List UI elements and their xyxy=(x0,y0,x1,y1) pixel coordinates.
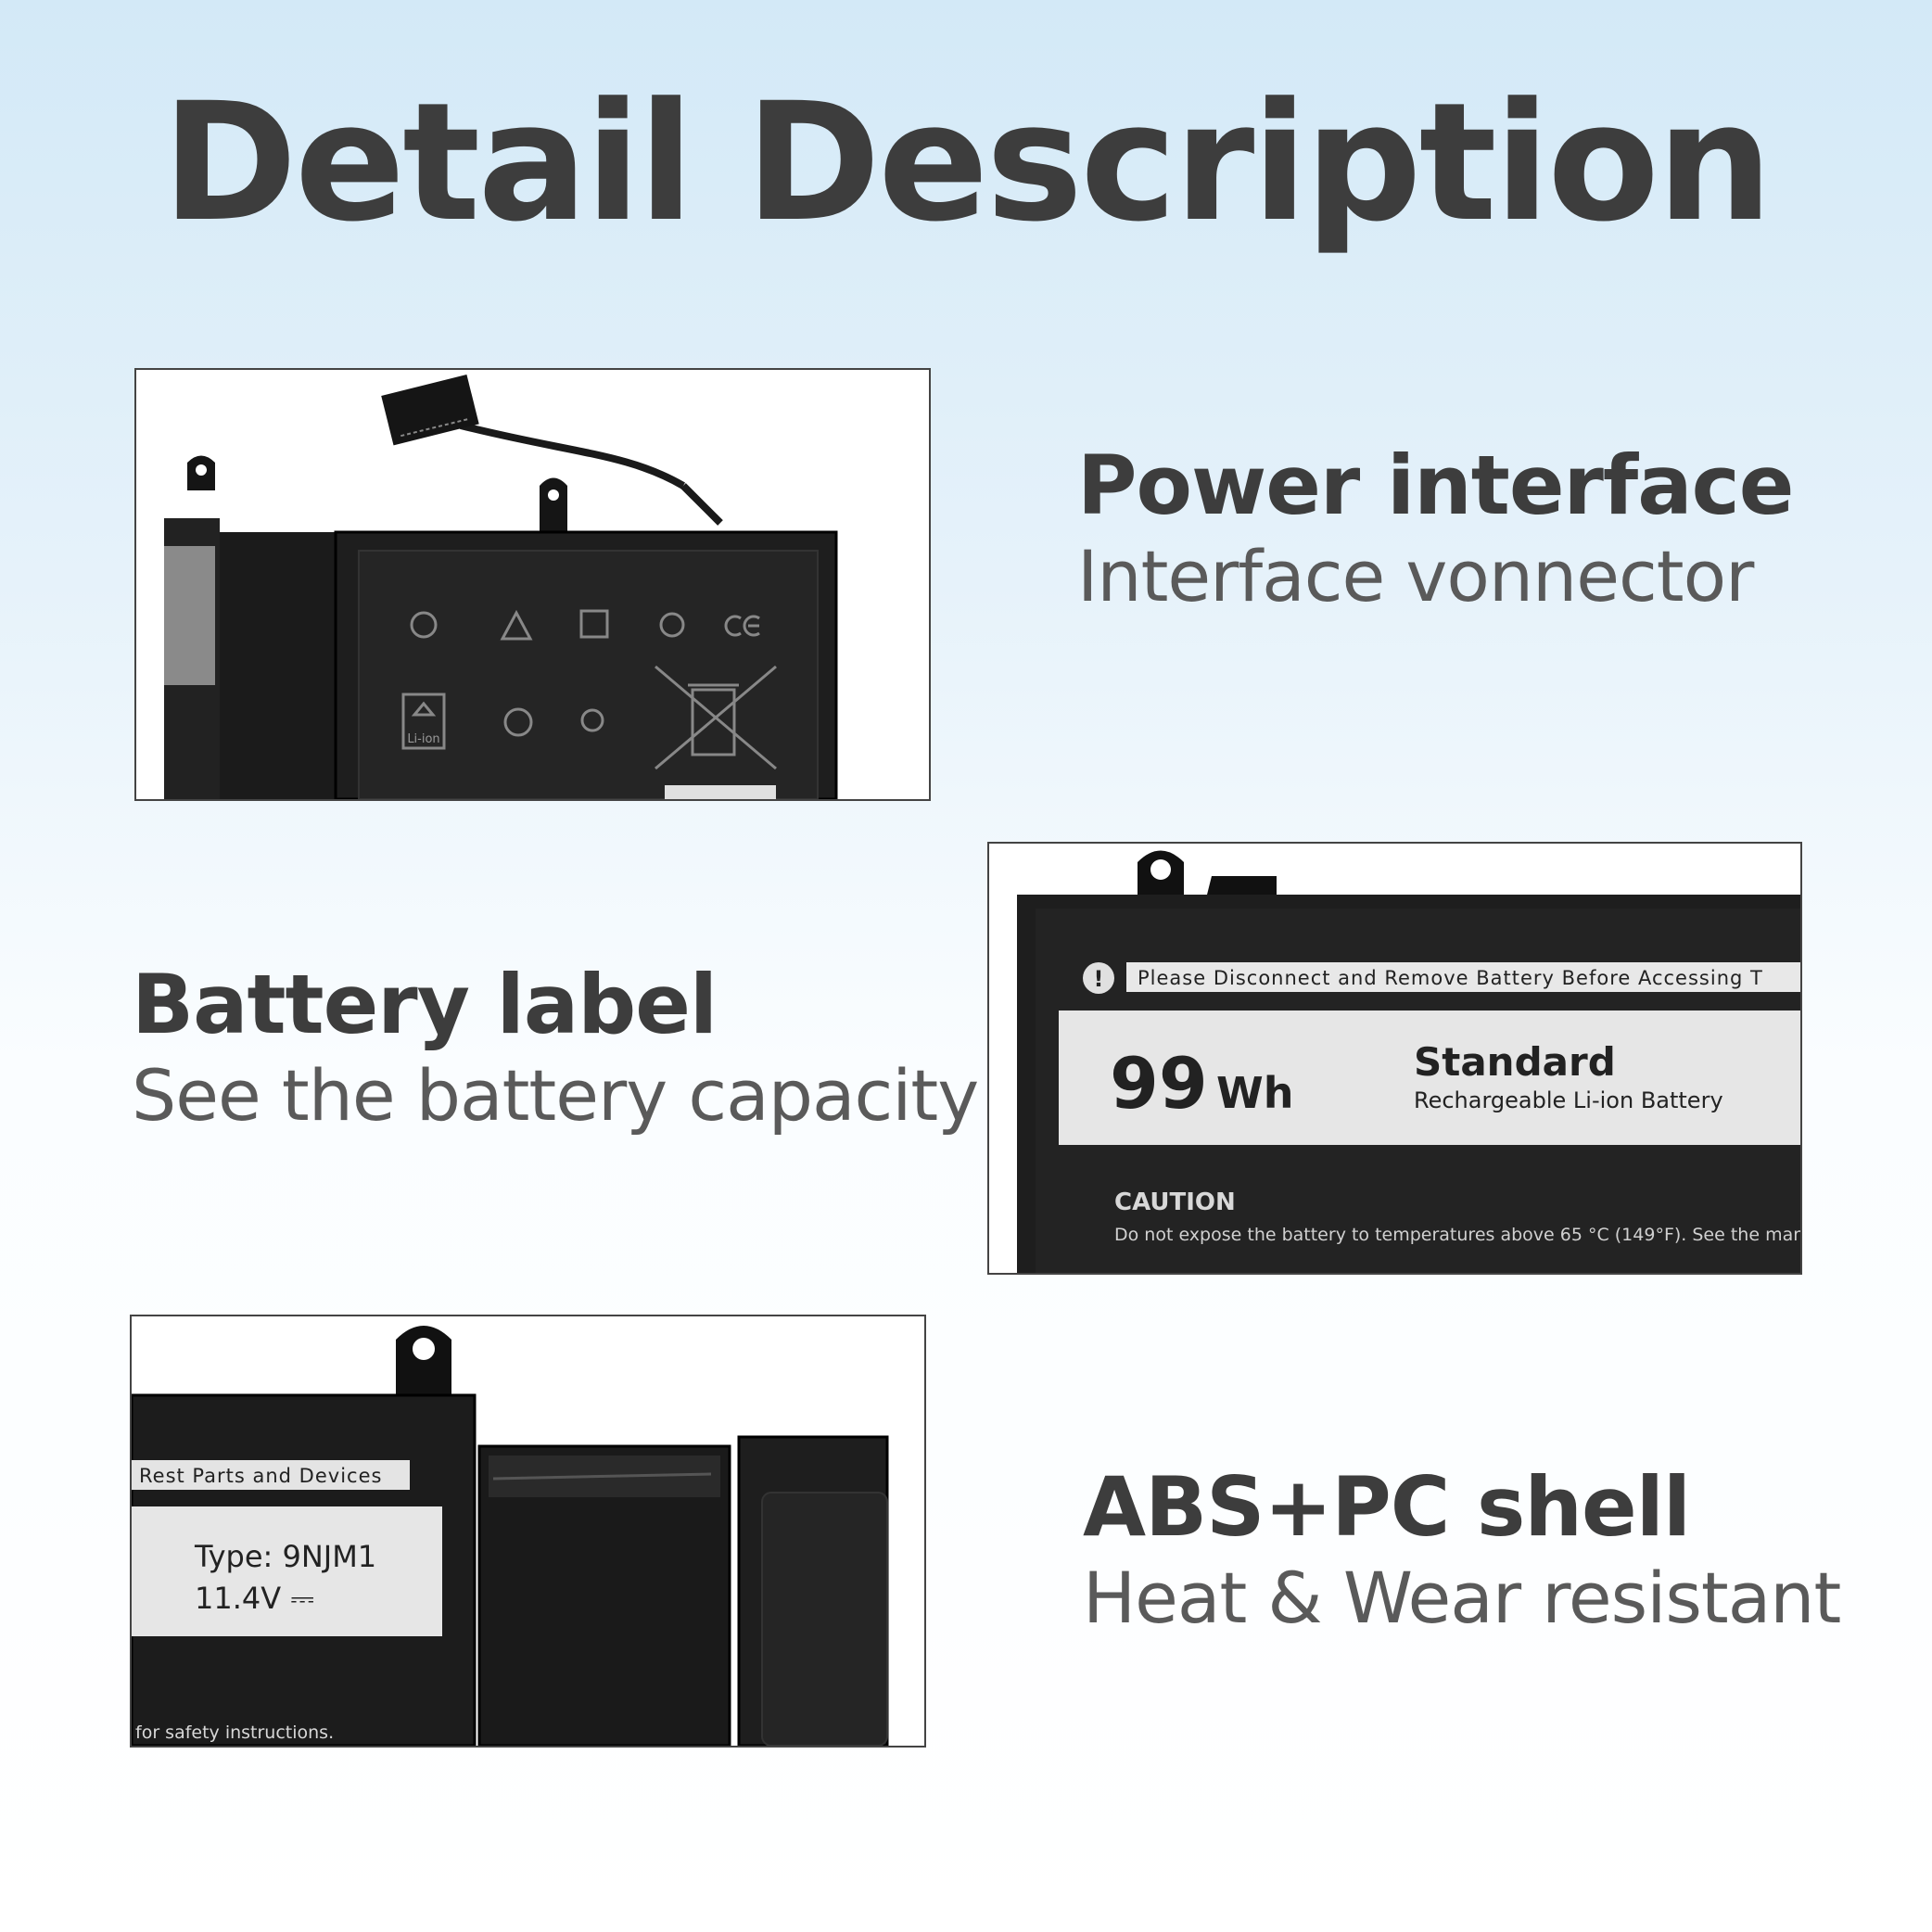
recycle-5-icon xyxy=(580,708,604,732)
certification-icon xyxy=(579,609,609,639)
connector-photo: Li-ion xyxy=(134,368,931,801)
shell-photo: Rest Parts and Devices Type: 9NJM1 11.4V… xyxy=(130,1315,926,1748)
feature-subheading: Heat & Wear resistant xyxy=(1083,1557,1841,1640)
pse-icon xyxy=(659,612,685,638)
battery-label-photo: ! Please Disconnect and Remove Battery B… xyxy=(987,842,1802,1275)
feature-abs-pc-shell: ABS+PC shell Heat & Wear resistant xyxy=(1083,1459,1841,1640)
compliance-icon xyxy=(410,611,438,639)
capacity-value: 99 xyxy=(1110,1042,1208,1125)
li-ion-recycle-icon: Li-ion xyxy=(401,693,446,750)
feature-heading: ABS+PC shell xyxy=(1083,1459,1691,1555)
capacity-unit: Wh xyxy=(1216,1068,1294,1118)
shell-type-line: Type: 9NJM1 xyxy=(194,1539,376,1574)
tuv-icon xyxy=(503,707,533,737)
warning-strip-text: Please Disconnect and Remove Battery Bef… xyxy=(1138,967,1763,989)
feature-heading: Power interface xyxy=(1077,438,1794,533)
shell-photo-graphic: Rest Parts and Devices Type: 9NJM1 11.4V… xyxy=(132,1316,924,1746)
battery-label-graphic: ! Please Disconnect and Remove Battery B… xyxy=(989,844,1800,1273)
page-title: Detail Description xyxy=(161,68,1773,258)
connector-photo-graphic: Li-ion xyxy=(136,370,929,799)
shell-footer-text: for safety instructions. xyxy=(135,1722,334,1743)
feature-heading: Battery label xyxy=(132,957,718,1052)
shell-voltage-line: 11.4V ⎓ xyxy=(195,1581,314,1616)
feature-power-interface: Power interface Interface vonnector xyxy=(1077,438,1794,618)
feature-battery-label: Battery label See the battery capacity xyxy=(132,957,979,1138)
caution-title: CAUTION xyxy=(1114,1188,1236,1216)
recycle-label: Li-ion xyxy=(407,732,439,746)
warning-exclamation-icon: ! xyxy=(1094,966,1104,992)
battery-type-subtitle: Rechargeable Li-ion Battery xyxy=(1414,1087,1723,1113)
feature-subheading: See the battery capacity xyxy=(132,1054,979,1138)
connector-plug xyxy=(381,375,479,446)
caution-text: Do not expose the battery to temperature… xyxy=(1114,1225,1800,1245)
ce-mark-icon xyxy=(724,615,760,637)
battery-type-title: Standard xyxy=(1414,1039,1616,1085)
shell-strip-text: Rest Parts and Devices xyxy=(139,1465,382,1487)
feature-subheading: Interface vonnector xyxy=(1077,535,1754,618)
warning-triangle-icon xyxy=(500,609,533,641)
crossed-bin-icon xyxy=(655,665,777,770)
